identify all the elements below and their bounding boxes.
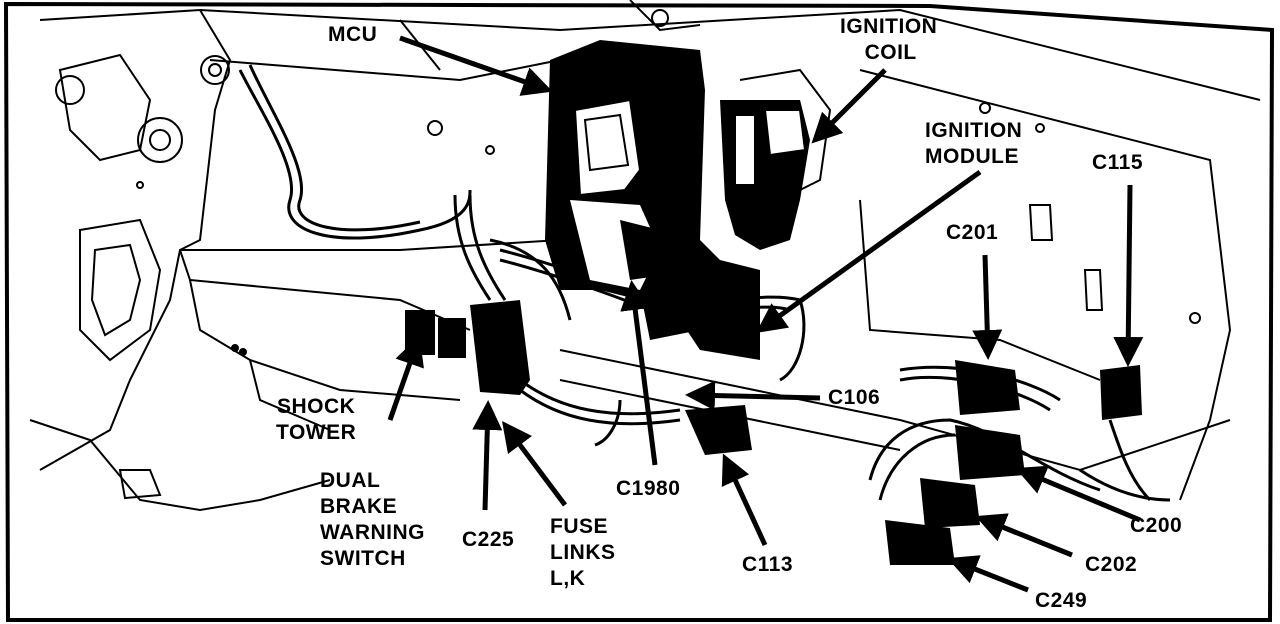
arrow-c113 bbox=[721, 453, 768, 547]
connector-c115 bbox=[1100, 365, 1142, 420]
label-shock-tower-line2: TOWER bbox=[276, 421, 357, 444]
label-ignition-coil-line1: IGNITION bbox=[840, 15, 938, 38]
label-ignition-coil: IGNITION COIL bbox=[840, 14, 937, 66]
label-lk-line: L,K bbox=[550, 567, 586, 590]
label-fuse-line: FUSE bbox=[550, 515, 609, 538]
connector-c225-fuse-links bbox=[470, 300, 530, 395]
label-switch-line: SWITCH bbox=[320, 547, 406, 570]
connector-c200 bbox=[955, 425, 1025, 480]
label-c106: C106 bbox=[828, 386, 881, 409]
label-shock-tower: SHOCK TOWER bbox=[276, 394, 356, 446]
arrow-shock-tower bbox=[387, 335, 424, 421]
arrow-ignition-module bbox=[755, 169, 982, 333]
ignition-coil bbox=[720, 68, 832, 250]
arrow-mcu bbox=[399, 35, 553, 96]
leader-arrows bbox=[387, 35, 1144, 593]
arrow-c225 bbox=[472, 400, 503, 511]
label-c113: C113 bbox=[742, 553, 794, 576]
label-ignition-coil-line2: COIL bbox=[864, 41, 917, 64]
arrow-c201 bbox=[972, 254, 1003, 360]
label-ignition-module-line2: MODULE bbox=[925, 145, 1019, 168]
connector-c202 bbox=[920, 478, 980, 528]
connector-brake-switch bbox=[438, 318, 466, 358]
arrow-fuse-links bbox=[502, 421, 567, 507]
frame-border bbox=[3, 1, 1275, 622]
label-fuse-links: FUSE LINKS L,K bbox=[550, 514, 616, 592]
arrow-c200 bbox=[1015, 465, 1141, 523]
label-ignition-module: IGNITION MODULE bbox=[925, 118, 1022, 170]
label-mcu: MCU bbox=[328, 23, 378, 46]
label-c225: C225 bbox=[462, 528, 515, 551]
label-brake-line: BRAKE bbox=[320, 495, 398, 518]
arrow-c115 bbox=[1113, 184, 1144, 367]
connector-c201 bbox=[955, 360, 1020, 415]
connector-shock bbox=[405, 310, 435, 355]
connector-c1980-upper bbox=[620, 220, 665, 280]
label-c1980: C1980 bbox=[616, 477, 681, 500]
label-shock-tower-line1: SHOCK bbox=[276, 395, 356, 418]
label-links-line: LINKS bbox=[550, 541, 616, 564]
label-c249: C249 bbox=[1035, 589, 1088, 612]
connector-c113 bbox=[685, 405, 752, 455]
arrow-c1980 bbox=[620, 280, 658, 466]
connector-blocks bbox=[405, 220, 1142, 565]
label-dual-brake-warning-switch: DUAL BRAKE WARNING SWITCH bbox=[320, 468, 425, 572]
connector-c249 bbox=[885, 520, 955, 565]
label-warning-line: WARNING bbox=[320, 521, 425, 544]
label-c115: C115 bbox=[1092, 151, 1144, 174]
arrow-c106 bbox=[685, 380, 821, 411]
engine-bay-structure bbox=[29, 0, 1261, 512]
label-ignition-module-line1: IGNITION bbox=[925, 119, 1023, 142]
label-c202: C202 bbox=[1085, 553, 1138, 576]
label-c200: C200 bbox=[1130, 514, 1183, 537]
arrow-c249 bbox=[947, 555, 1029, 593]
arrow-ignition-coil bbox=[811, 68, 887, 144]
arrow-c202 bbox=[975, 513, 1073, 558]
label-c201: C201 bbox=[946, 221, 999, 244]
label-dual-line: DUAL bbox=[320, 469, 381, 492]
